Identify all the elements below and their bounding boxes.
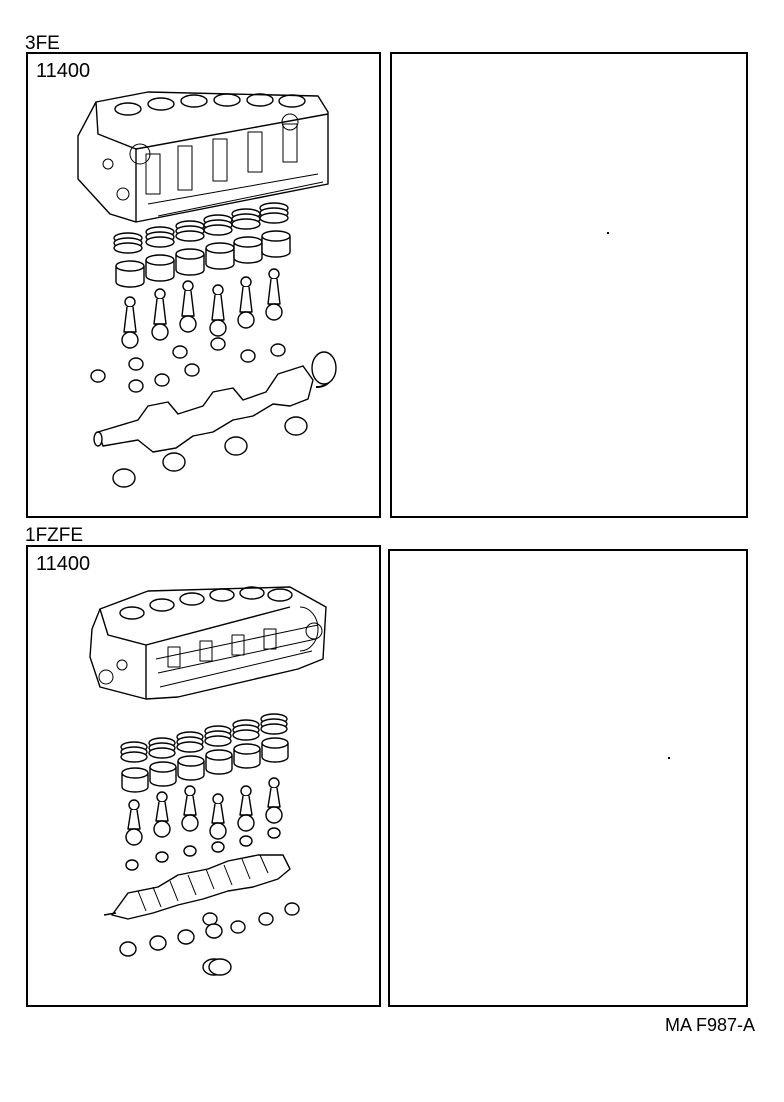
speck-mark (607, 232, 609, 234)
engine-label-3fe: 3FE (25, 33, 60, 54)
connecting-rods (121, 268, 283, 349)
part-number-label: 11400 (36, 553, 91, 575)
thrust-washers (202, 958, 232, 976)
short-block-exploded-illustration-1fzfe (89, 586, 327, 976)
speck-mark (668, 757, 670, 759)
pistons (121, 737, 289, 793)
connecting-rods (125, 777, 283, 846)
piston-ring-sets (113, 202, 289, 254)
cylinder-block-drawing (89, 586, 327, 700)
illustration-panel-1fzfe: 11400 (26, 545, 381, 1007)
pistons (115, 230, 291, 288)
main-bearings (119, 902, 300, 957)
piston-ring-sets (120, 713, 288, 763)
part-number-label: 11400 (36, 60, 91, 82)
main-bearings (90, 337, 286, 393)
illustration-panel-3fe: 11400 (26, 52, 381, 518)
crankshaft (103, 854, 291, 920)
crankshaft (93, 351, 337, 453)
lower-bearings (112, 416, 308, 488)
blank-panel-3fe (390, 52, 748, 518)
cylinder-block-drawing (77, 91, 329, 223)
diagram-code: MA F987-A (665, 1015, 756, 1035)
blank-panel-1fzfe (388, 549, 748, 1007)
engine-label-1fzfe: 1FZFE (25, 525, 84, 546)
rod-bearings (125, 827, 281, 871)
short-block-exploded-illustration-3fe (77, 91, 337, 488)
